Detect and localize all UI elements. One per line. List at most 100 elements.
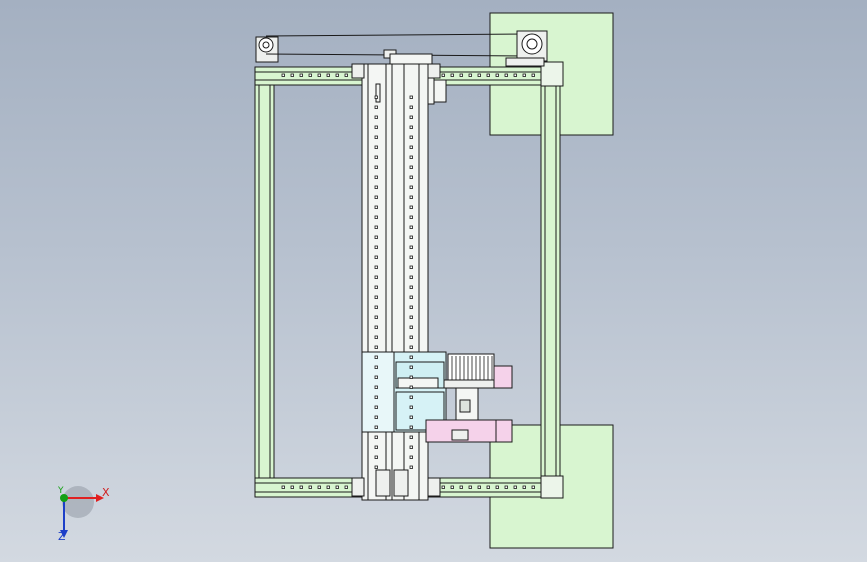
- bolt-hole: [374, 135, 378, 139]
- bolt-hole: [409, 395, 413, 399]
- bolt-hole: [374, 195, 378, 199]
- bolt-hole: [374, 375, 378, 379]
- bolt-hole: [522, 73, 526, 77]
- bolt-hole: [374, 395, 378, 399]
- bolt-hole: [409, 355, 413, 359]
- bolt-hole: [290, 73, 294, 77]
- bolt-hole: [374, 405, 378, 409]
- bolt-hole: [374, 355, 378, 359]
- bolt-hole: [409, 215, 413, 219]
- bolt-hole: [409, 165, 413, 169]
- bolt-hole: [317, 485, 321, 489]
- drive-belt: [265, 33, 531, 37]
- bolt-hole: [326, 485, 330, 489]
- bottom-rail-block: [375, 469, 391, 497]
- bolt-hole: [441, 485, 445, 489]
- bolt-hole: [374, 155, 378, 159]
- bolt-hole: [468, 485, 472, 489]
- bolt-hole: [374, 235, 378, 239]
- left-pulley: [258, 37, 274, 53]
- vertical-rail-left: [361, 63, 393, 501]
- bolt-hole: [374, 325, 378, 329]
- bolt-hole: [374, 455, 378, 459]
- bolt-hole: [409, 255, 413, 259]
- bolt-hole: [531, 485, 535, 489]
- bolt-hole: [335, 485, 339, 489]
- x-axis-label: X: [102, 486, 110, 499]
- bolt-hole: [299, 485, 303, 489]
- bolt-hole: [409, 315, 413, 319]
- bolt-hole: [409, 185, 413, 189]
- bolt-hole: [409, 325, 413, 329]
- bolt-hole: [504, 73, 508, 77]
- bolt-hole: [495, 485, 499, 489]
- drive-pulley: [521, 33, 543, 55]
- bolt-hole: [409, 285, 413, 289]
- bolt-hole: [459, 73, 463, 77]
- bolt-hole: [441, 73, 445, 77]
- bolt-hole: [409, 225, 413, 229]
- bolt-hole: [374, 255, 378, 259]
- bolt-hole: [409, 375, 413, 379]
- bolt-hole: [326, 73, 330, 77]
- bolt-hole: [374, 245, 378, 249]
- bolt-hole: [409, 455, 413, 459]
- bolt-hole: [459, 485, 463, 489]
- bolt-hole: [374, 295, 378, 299]
- bolt-hole: [409, 95, 413, 99]
- pink-gripper-jaw: [495, 419, 513, 443]
- triad-shadow-icon: [62, 486, 94, 518]
- bolt-hole: [299, 73, 303, 77]
- bolt-hole: [409, 145, 413, 149]
- bolt-hole: [468, 73, 472, 77]
- bolt-hole: [374, 385, 378, 389]
- bolt-hole: [374, 145, 378, 149]
- bolt-hole: [409, 155, 413, 159]
- vertical-rail-right: [391, 63, 429, 501]
- bolt-hole: [409, 435, 413, 439]
- y-axis-origin-icon: [60, 494, 68, 502]
- bolt-hole: [495, 73, 499, 77]
- left-frame-post: [254, 83, 275, 479]
- bolt-hole: [374, 95, 378, 99]
- bolt-hole: [409, 345, 413, 349]
- bolt-hole: [409, 365, 413, 369]
- bolt-hole: [409, 205, 413, 209]
- rail-clamp: [427, 477, 441, 497]
- bolt-hole: [374, 285, 378, 289]
- bolt-hole: [522, 485, 526, 489]
- bolt-hole: [477, 485, 481, 489]
- bolt-hole: [374, 115, 378, 119]
- bolt-hole: [374, 175, 378, 179]
- bolt-hole: [344, 73, 348, 77]
- bolt-hole: [504, 485, 508, 489]
- bolt-hole: [409, 195, 413, 199]
- bolt-hole: [374, 275, 378, 279]
- rail-clamp: [351, 63, 365, 79]
- bolt-hole: [409, 445, 413, 449]
- bolt-hole: [374, 215, 378, 219]
- bolt-hole: [308, 73, 312, 77]
- bolt-hole: [450, 485, 454, 489]
- bolt-hole: [409, 105, 413, 109]
- y-axis-label: Y: [58, 486, 64, 496]
- bolt-hole: [409, 415, 413, 419]
- bolt-hole: [409, 275, 413, 279]
- bolt-hole: [374, 265, 378, 269]
- bolt-hole: [374, 305, 378, 309]
- bolt-hole: [308, 485, 312, 489]
- bolt-hole: [374, 185, 378, 189]
- rail-clamp: [427, 63, 441, 79]
- bolt-hole: [281, 485, 285, 489]
- bolt-hole: [409, 245, 413, 249]
- bolt-hole: [374, 335, 378, 339]
- bolt-hole: [409, 405, 413, 409]
- bolt-hole: [374, 425, 378, 429]
- z-axis-label: Z: [58, 530, 66, 543]
- bolt-hole: [409, 175, 413, 179]
- bolt-hole: [374, 315, 378, 319]
- bolt-hole: [409, 465, 413, 469]
- bolt-hole: [409, 235, 413, 239]
